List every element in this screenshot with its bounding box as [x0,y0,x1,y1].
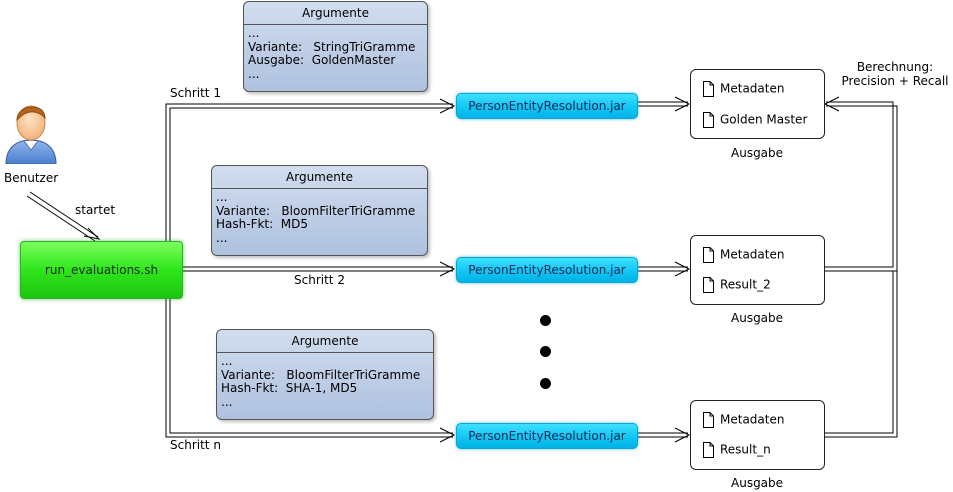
argument-line: ... [248,26,260,40]
document-icon [703,276,714,293]
argument-line: ... [216,230,228,245]
output-item-label: Result_2 [720,277,771,292]
document-icon [703,441,714,458]
start-arrow [29,191,99,238]
argument-line: Variante: StringTriGramme [248,39,416,54]
step-label-n: Schritt n [170,438,221,452]
output-item: Result_2 [703,274,771,294]
output-caption-1: Ausgabe [731,146,784,160]
arguments-title: Argumente [244,2,427,25]
step-label-1: Schritt 1 [170,86,221,100]
arguments-box-2: Argumente ... Variante: BloomFilterTriGr… [211,165,428,256]
output-item-label: Golden Master [720,112,808,127]
output-item: Metadaten [703,244,784,264]
argument-line: ... [216,190,228,204]
output-item-label: Metadaten [720,247,785,262]
step-label-2: Schritt 2 [294,273,345,287]
argument-line: ... [248,66,260,81]
output-box-n: Metadaten Result_n [690,400,825,470]
evaluation-line-1: Berechnung: [856,60,934,74]
arguments-title: Argumente [212,166,427,189]
start-label: startet [75,203,116,217]
arguments-title: Argumente [217,330,433,353]
evaluation-label: Berechnung: Precision + Recall [838,60,952,88]
user-icon [2,98,60,165]
run-script-box: run_evaluations.sh [20,241,183,299]
output-item: Result_n [703,439,771,459]
jar-box-n: PersonEntityResolution.jar [456,423,638,449]
user-label: Benutzer [4,171,59,185]
ellipsis-dot [540,315,551,326]
output-item: Metadaten [703,78,784,98]
output-item: Golden Master [703,109,807,129]
output-item-label: Metadaten [720,412,785,427]
output-caption-n: Ausgabe [731,476,784,490]
argument-line: Hash-Fkt: SHA-1, MD5 [221,381,358,395]
jar-box-2: PersonEntityResolution.jar [456,257,638,283]
output-box-2: Metadaten Result_2 [690,235,825,305]
output-box-1: Metadaten Golden Master [690,69,825,139]
document-icon [703,411,714,428]
output-item-label: Metadaten [720,81,785,96]
ellipsis-dot [540,378,551,389]
argument-line: Variante: BloomFilterTriGramme [221,367,421,382]
arguments-box-n: Argumente ... Variante: BloomFilterTriGr… [216,329,434,420]
argument-line: ... [221,394,233,409]
output-item-label: Result_n [720,442,771,457]
step1-connector [165,103,453,241]
output-item: Metadaten [703,409,784,429]
document-icon [703,246,714,263]
arguments-box-1: Argumente ... Variante: StringTriGramme … [243,1,428,92]
ellipsis-dot [540,346,551,357]
document-icon [703,80,714,97]
argument-line: Hash-Fkt: MD5 [216,217,309,231]
argument-line: Variante: BloomFilterTriGramme [216,203,416,218]
evaluation-line-2: Precision + Recall [841,74,949,88]
output-caption-2: Ausgabe [731,311,784,325]
argument-line: Ausgabe: GoldenMaster [248,53,396,67]
evaluation-connector [825,101,894,268]
document-icon [703,111,714,128]
argument-line: ... [221,354,233,368]
stepn-connector [165,297,453,438]
jar-box-1: PersonEntityResolution.jar [456,93,638,119]
